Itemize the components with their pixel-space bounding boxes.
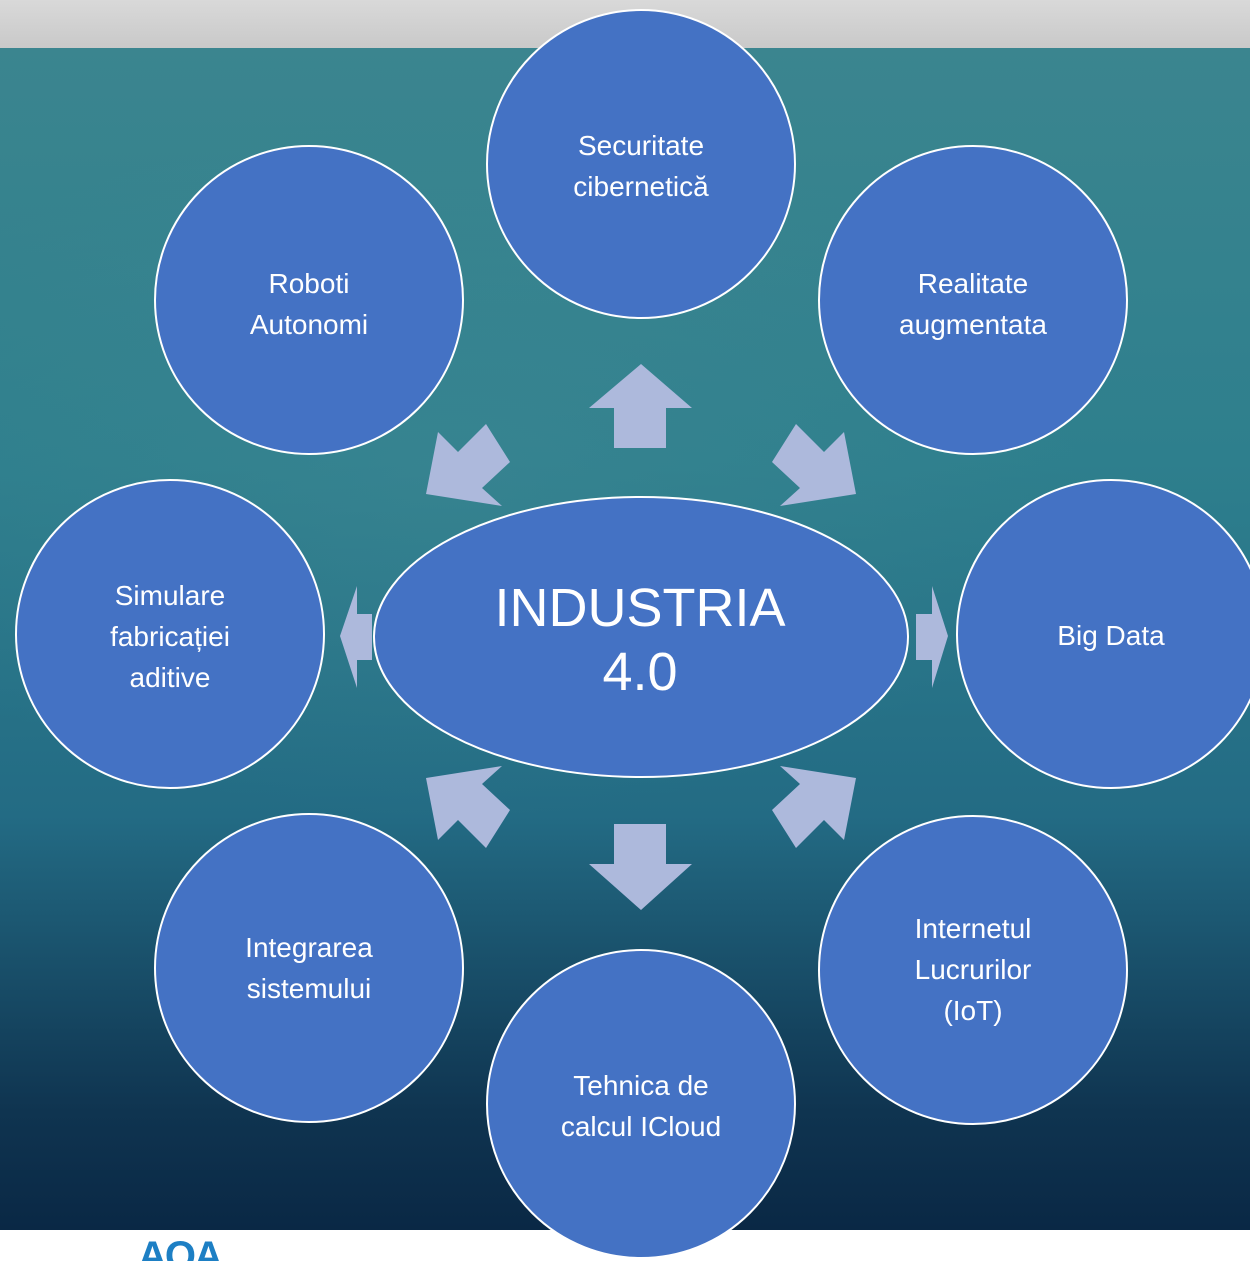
arrow-right <box>916 586 948 688</box>
node-securitate-label: Securitate cibernetică <box>511 124 771 208</box>
center-label: INDUSTRIA 4.0 <box>470 560 810 720</box>
arrow-down-left <box>426 766 510 848</box>
node-bigdata-label: Big Data <box>981 614 1241 656</box>
node-securitate-line2: cibernetică <box>573 171 709 202</box>
node-roboti <box>154 145 464 455</box>
arrow-down-right <box>772 766 856 848</box>
node-roboti-line1: Roboti <box>268 268 350 299</box>
arrow-up-right <box>772 424 856 506</box>
node-iot-line3: (IoT) <box>943 994 1003 1026</box>
arrow-left <box>340 586 372 688</box>
center-label-line2: 4.0 <box>602 642 678 702</box>
arrow-up <box>589 364 692 448</box>
center-ellipse <box>373 496 909 778</box>
node-bigdata <box>956 479 1250 789</box>
arrows <box>340 364 948 910</box>
node-securitate <box>486 9 796 319</box>
node-iot <box>818 815 1128 1125</box>
node-bigdata-line1: Big Data <box>1057 619 1165 651</box>
node-simulare-line3: aditive <box>129 661 211 693</box>
node-integrare-label: Integrarea sistemului <box>179 926 439 1010</box>
node-simulare-line1: Simulare <box>114 579 226 611</box>
node-icloud-line1: Tehnica de <box>573 1070 709 1101</box>
node-roboti-line2: Autonomi <box>249 309 369 340</box>
node-icloud-line2: calcul ICloud <box>560 1111 722 1142</box>
node-simulare-label: Simulare fabricației aditive <box>40 573 300 699</box>
logo-text: AOA <box>138 1234 223 1261</box>
arrow-down <box>589 824 692 910</box>
node-realitate-label: Realitate augmentata <box>843 262 1103 346</box>
node-icloud-label: Tehnica de calcul ICloud <box>511 1064 771 1148</box>
node-integrare-line2: sistemului <box>246 973 372 1004</box>
node-icloud <box>486 949 796 1259</box>
node-realitate-line2: augmentata <box>899 309 1047 340</box>
node-iot-line1: Internetul <box>914 912 1032 944</box>
node-simulare <box>15 479 325 789</box>
node-iot-line2: Lucrurilor <box>914 953 1032 985</box>
logo: AOA <box>132 1228 242 1261</box>
node-integrare <box>154 813 464 1123</box>
node-realitate-line1: Realitate <box>917 268 1029 299</box>
node-iot-label: Internetul Lucrurilor (IoT) <box>843 906 1103 1032</box>
node-realitate <box>818 145 1128 455</box>
center-label-line1: INDUSTRIA <box>494 578 786 638</box>
node-roboti-label: Roboti Autonomi <box>179 262 439 346</box>
node-securitate-line1: Securitate <box>577 130 705 161</box>
node-integrare-line1: Integrarea <box>245 932 373 963</box>
node-simulare-line2: fabricației <box>110 620 230 652</box>
arrow-up-left <box>426 424 510 506</box>
